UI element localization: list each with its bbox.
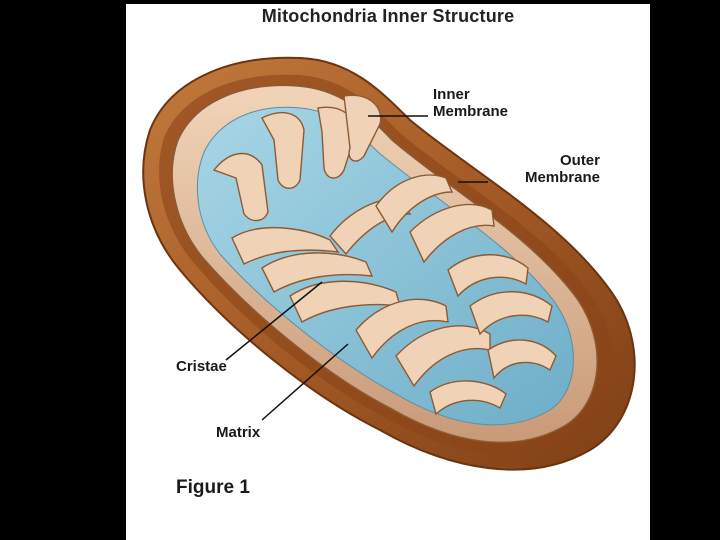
- inner-membrane-label-line1: Inner: [433, 86, 508, 103]
- inner-membrane-label-line2: Membrane: [433, 103, 508, 120]
- outer-membrane-label-line1: Outer: [490, 152, 600, 169]
- figure-caption: Figure 1: [176, 477, 250, 499]
- outer-membrane-label-line2: Membrane: [490, 169, 600, 186]
- matrix-label: Matrix: [216, 424, 260, 441]
- cristae-label: Cristae: [176, 358, 227, 375]
- diagram-title: Mitochondria Inner Structure: [126, 6, 650, 27]
- inner-membrane-label: Inner Membrane: [433, 86, 508, 120]
- outer-membrane-label: Outer Membrane: [490, 152, 600, 186]
